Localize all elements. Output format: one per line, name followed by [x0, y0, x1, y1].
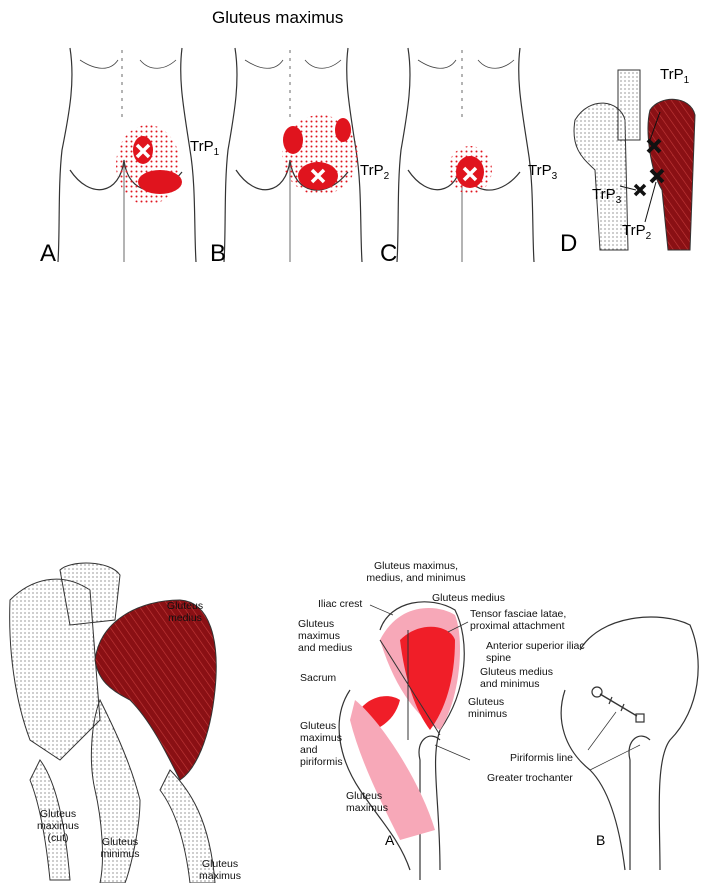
referral-zone-a — [116, 125, 180, 205]
piriformis-point-start — [591, 686, 603, 698]
trp-label-c: TrP3 — [528, 162, 558, 182]
label-gmin-right: Gluteus minimus — [468, 696, 508, 720]
label-greater-trochanter: Greater trochanter — [487, 772, 573, 784]
panel-letter-d: D — [560, 230, 578, 257]
trigger-point-x-d3 — [633, 183, 647, 197]
piriformis-point-end — [635, 713, 645, 723]
label-tensor-fasciae: Tensor fasciae latae, proximal attachmen… — [470, 608, 567, 632]
panel-b-body — [223, 47, 363, 263]
label-iliac-crest: Iliac crest — [318, 598, 363, 610]
panel-letter-lower-a: A — [385, 832, 395, 848]
gluteus-medius-muscle — [94, 599, 217, 781]
label-gluteus-medius-left: Gluteus medius — [166, 600, 204, 624]
label-sacrum: Sacrum — [300, 672, 337, 684]
label-gmed-min: Gluteus medius and minimus — [480, 666, 553, 690]
attachment-diagram-b — [560, 616, 699, 871]
trigger-point-x-c — [462, 166, 478, 182]
label-gmax-med: Gluteus maximus and medius — [298, 618, 353, 654]
label-gmmm: Gluteus maximus, medius, and minimus — [366, 560, 466, 584]
panel-letter-c: C — [380, 240, 398, 267]
label-gluteus-minimus-left: Gluteus minimus — [100, 836, 140, 860]
trp-label-d1: TrP1 — [660, 66, 690, 86]
panel-a-body — [57, 47, 197, 263]
gluteus-maximus-muscle-d — [647, 98, 696, 251]
trigger-point-x-a — [134, 142, 152, 160]
trigger-point-x-d2 — [649, 168, 665, 184]
left-anatomy-illustration — [9, 562, 217, 883]
trp-label-d3: TrP3 — [592, 186, 622, 206]
label-gmax-pir: Gluteus maximus and piriformis — [300, 720, 343, 768]
trp-label-b: TrP2 — [360, 162, 390, 182]
panel-d-pelvis — [573, 69, 696, 251]
label-piriformis-line: Piriformis line — [510, 752, 574, 764]
attachment-diagram-a — [338, 601, 471, 880]
referral-core-a — [138, 170, 182, 194]
label-gmax-right: Gluteus maximus — [346, 790, 389, 814]
panel-c-body — [396, 47, 535, 263]
label-gluteus-medius-right: Gluteus medius — [432, 592, 505, 604]
label-asis: Anterior superior iliac spine — [486, 640, 585, 664]
panel-letter-lower-b: B — [596, 832, 606, 848]
panel-letter-a: A — [40, 240, 57, 267]
trigger-point-x-b — [310, 168, 326, 184]
gluteus-med-min-zone — [400, 626, 455, 730]
panel-letter-b: B — [210, 240, 227, 267]
trp-label-a: TrP1 — [190, 138, 220, 158]
trp-label-d2: TrP2 — [622, 222, 652, 242]
trigger-point-x-d1 — [646, 138, 662, 154]
figure-title: Gluteus maximus — [212, 8, 344, 27]
gluteus-maximus-zone — [350, 700, 435, 840]
label-gluteus-maximus-cut: Gluteus maximus (cut) — [36, 808, 79, 844]
label-gluteus-maximus-left: Gluteus maximus — [198, 858, 241, 882]
